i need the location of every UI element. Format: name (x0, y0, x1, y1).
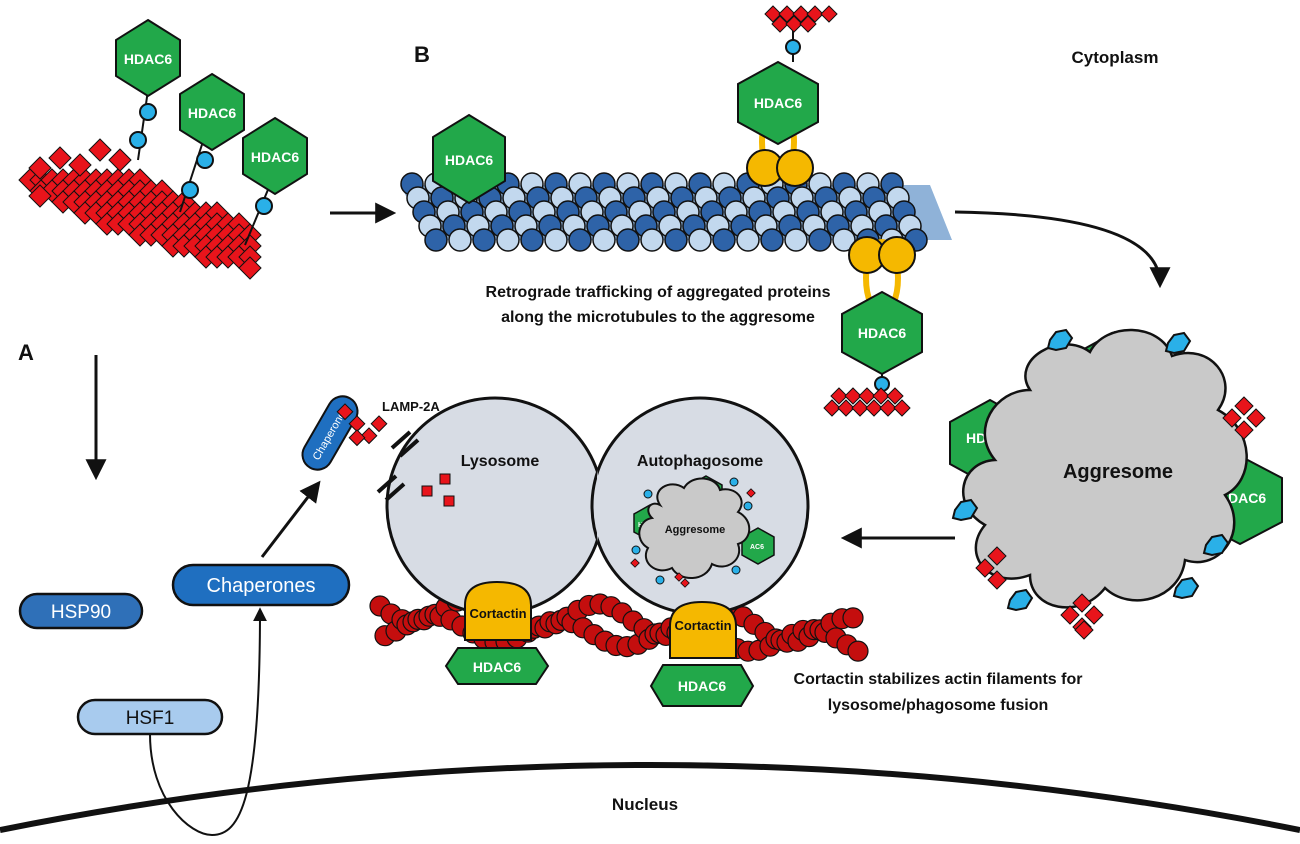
aggregate-diamonds (823, 387, 911, 417)
arrow-hsf1-to-chaperones (149, 607, 267, 837)
degraded-peptides (421, 473, 455, 507)
microtubule (400, 172, 952, 252)
svg-text:HDAC6: HDAC6 (251, 149, 299, 165)
protein-aggregate-group: HDAC6 HDAC6 HDAC6 (18, 18, 308, 280)
dynein-motor-top (746, 103, 814, 187)
hdac6-hexagon: HDAC6 (737, 60, 819, 146)
svg-text:Chaperones: Chaperones (207, 575, 316, 597)
svg-text:HDAC6: HDAC6 (858, 325, 906, 341)
hdac6-hexagon: HDAC6 (841, 290, 923, 376)
retrograde-caption-line1: Retrograde trafficking of aggregated pro… (486, 284, 831, 301)
hdac6-hexagon: HDAC6 (242, 116, 308, 196)
hsp90-pill: HSP90 (18, 592, 144, 630)
cortactin-lysosome: Cortactin (464, 580, 532, 641)
aggregate-diamonds (18, 138, 262, 280)
panel-label-a: A (18, 340, 34, 365)
aggresome-small: HD AC6 Aggresome (630, 475, 775, 588)
lysosome-label: Lysosome (461, 453, 540, 470)
fusion-gap-cover (597, 470, 600, 542)
panel-label-b: B (414, 42, 430, 67)
nucleus-membrane (0, 762, 1300, 833)
aggresome-label: Aggresome (1063, 461, 1173, 483)
cortactin-caption-line1: Cortactin stabilizes actin filaments for (794, 671, 1083, 688)
chaperones-pill: Chaperones (171, 563, 351, 607)
nucleus-label: Nucleus (612, 795, 678, 814)
svg-text:Cortactin: Cortactin (674, 618, 731, 633)
svg-text:HSP90: HSP90 (51, 602, 111, 623)
svg-text:HDAC6: HDAC6 (188, 105, 236, 121)
aggregate-diamonds (975, 396, 1266, 640)
cortactin-caption-line2: lysosome/phagosome fusion (828, 697, 1048, 714)
arrow-to-aggresome (954, 210, 1171, 289)
hdac6-hexagon: HDAC6 (444, 647, 550, 685)
autophagosome-label: Autophagosome (637, 453, 763, 470)
svg-text:HDAC6: HDAC6 (473, 659, 521, 675)
hdac6-hexagon: HDAC6 (179, 72, 245, 152)
ubiquitin-chain (129, 89, 273, 246)
cortactin-autophagosome: Cortactin (669, 600, 737, 659)
ubiquitin-chain (785, 30, 801, 62)
svg-text:HDAC6: HDAC6 (754, 95, 802, 111)
svg-text:HSF1: HSF1 (126, 708, 175, 729)
retrograde-caption-line2: along the microtubules to the aggresome (501, 309, 815, 326)
arrow-chaperones-to-lysosome (260, 480, 321, 558)
aggresome-small-label: Aggresome (665, 524, 726, 536)
svg-text:AC6: AC6 (750, 544, 764, 551)
hdac6-hexagon: HDAC6 (115, 18, 181, 98)
svg-text:HDAC6: HDAC6 (445, 152, 493, 168)
hdac6-hexagon: HDAC6 (649, 664, 755, 707)
lamp2a-receptor (376, 430, 420, 502)
svg-text:DAC6: DAC6 (1228, 490, 1266, 506)
hdac6-hexagon: HDAC6 (432, 113, 506, 205)
aggregate-diamonds (764, 5, 838, 33)
ubiquitin-chain (951, 328, 1230, 612)
aggresome-large: HDA DAC6 Aggresome (949, 328, 1283, 640)
lamp2a-label: LAMP-2A (382, 399, 440, 414)
svg-text:Cortactin: Cortactin (469, 606, 526, 621)
svg-text:HDAC6: HDAC6 (678, 678, 726, 694)
chaperone-cargo: Chaperones (301, 395, 388, 471)
hsf1-pill: HSF1 (76, 698, 224, 736)
svg-text:HDAC6: HDAC6 (124, 51, 172, 67)
cytoplasm-label: Cytoplasm (1072, 48, 1159, 67)
